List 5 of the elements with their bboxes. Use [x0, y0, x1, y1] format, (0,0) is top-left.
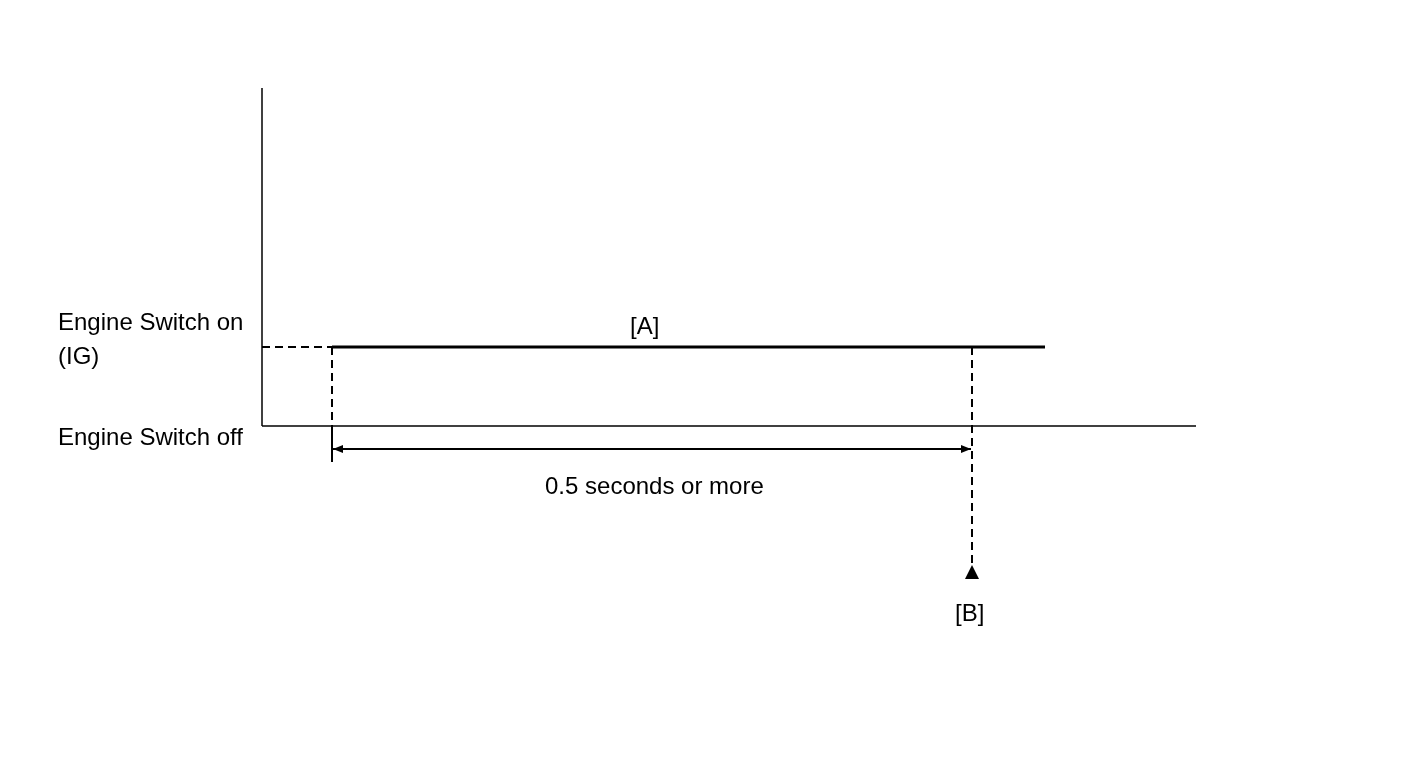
marker-label: [B] — [955, 598, 985, 628]
dimension-label: 0.5 seconds or more — [545, 471, 764, 501]
state-label: Engine Switch off — [58, 422, 244, 452]
signal-label: [A] — [630, 311, 660, 341]
state-label: Engine Switch on (IG) — [58, 307, 245, 371]
